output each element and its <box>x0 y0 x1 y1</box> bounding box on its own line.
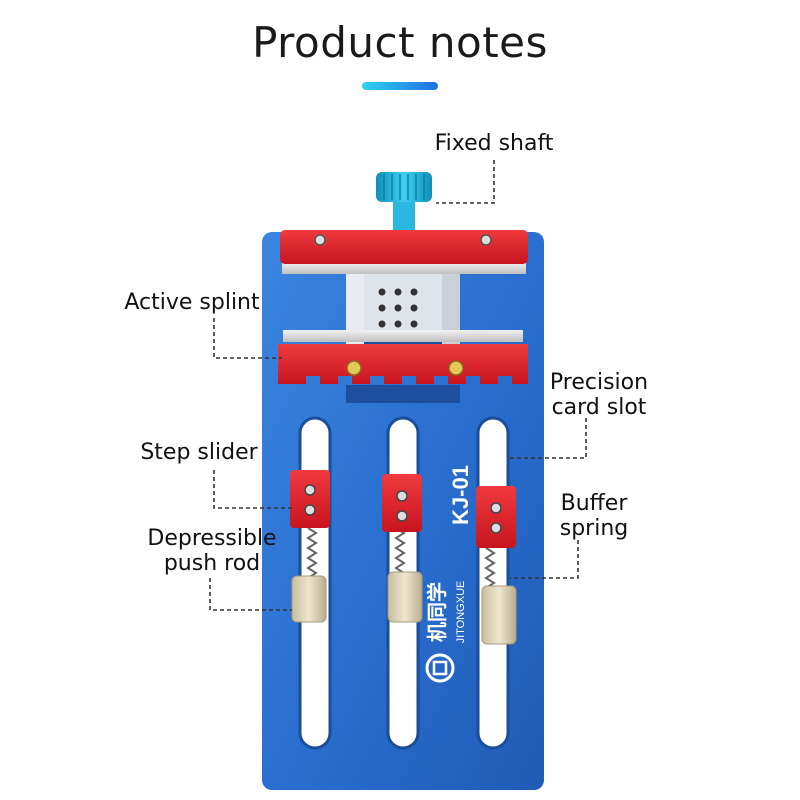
callout-active-splint: Active splint <box>124 290 260 315</box>
buffer-springs <box>306 527 496 589</box>
step-slider-middle[interactable] <box>382 474 422 532</box>
leader-fixed-shaft <box>436 160 495 204</box>
top-fixed-clamp <box>280 230 528 274</box>
leader-buffer-spring <box>510 540 579 579</box>
push-rod-middle[interactable] <box>387 571 423 623</box>
push-rod-left[interactable] <box>291 575 327 623</box>
brand-en-label: JITONGXUE <box>455 581 467 644</box>
active-splint[interactable] <box>278 330 528 384</box>
leader-step-slider <box>213 470 292 509</box>
callout-leaders <box>209 160 587 611</box>
title-underline-accent <box>362 82 438 90</box>
model-label: KJ-01 <box>448 465 473 525</box>
callout-fixed-shaft: Fixed shaft <box>434 131 554 156</box>
precision-card-slot <box>346 262 460 403</box>
push-rod-right[interactable] <box>481 585 517 645</box>
callout-depressible-push-rod: Depressible push rod <box>147 526 277 576</box>
fixed-shaft-knob[interactable] <box>376 172 432 232</box>
brand-logo <box>425 653 455 683</box>
brand-cn-label: 机同学 <box>425 582 449 642</box>
leader-push-rod <box>209 578 292 611</box>
callout-buffer-spring: Buffer spring <box>559 491 629 541</box>
step-slider-left[interactable] <box>290 470 330 528</box>
leader-precision-card-slot <box>508 418 587 459</box>
step-slider-right[interactable] <box>476 486 516 548</box>
callout-precision-card-slot: Precision card slot <box>549 370 649 420</box>
callout-step-slider: Step slider <box>140 440 258 465</box>
leader-active-splint <box>213 318 282 359</box>
page-title: Product notes <box>252 18 548 67</box>
